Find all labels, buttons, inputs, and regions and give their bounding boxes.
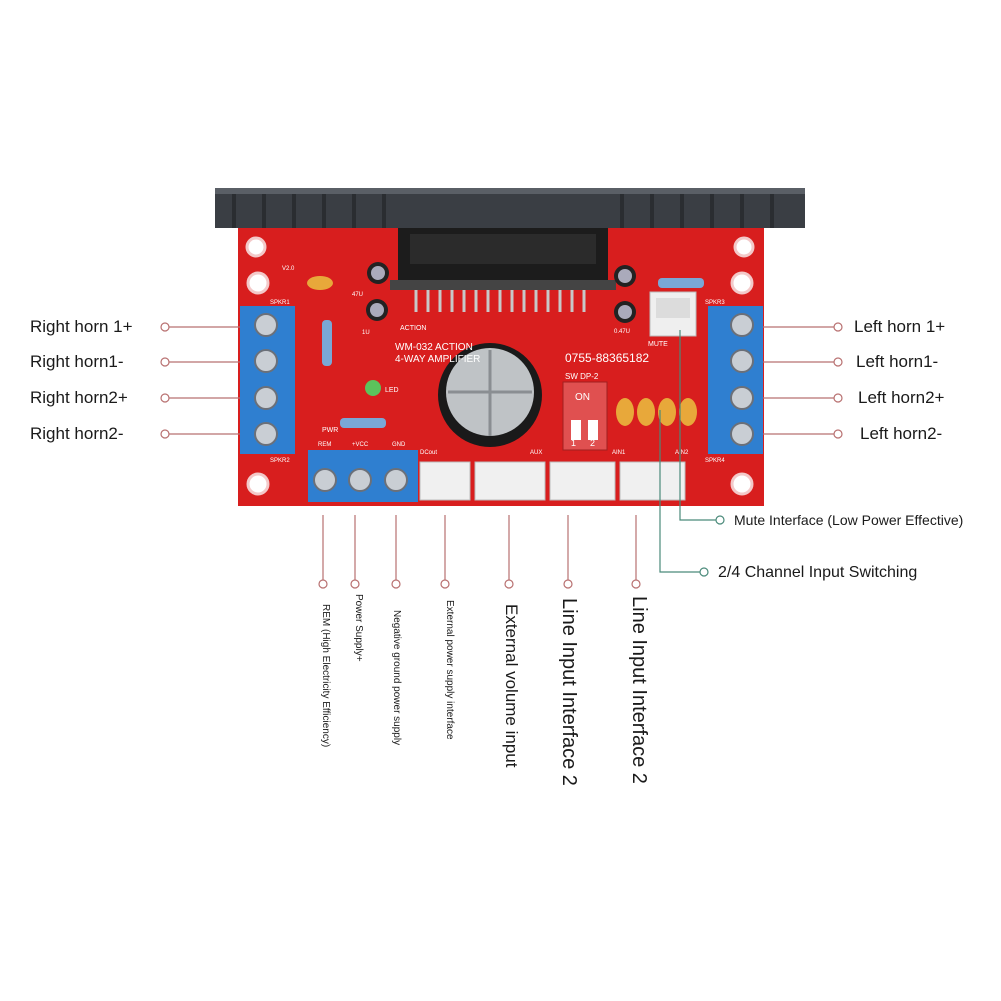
mute-connector	[649, 291, 697, 337]
heatsink	[215, 188, 805, 228]
pcb-gnd: GND	[392, 442, 406, 448]
side-leader-lines	[659, 330, 725, 577]
label-left-horn-2-plus: Left horn2+	[858, 388, 945, 407]
pcb-dcout: DCout	[420, 450, 437, 456]
label-mute-interface: Mute Interface (Low Power Effective)	[734, 512, 964, 528]
pcb-ain2: AIN2	[675, 450, 689, 456]
label-line-input-1: Line Input Interface 2	[558, 598, 580, 786]
left-terminal-block	[240, 306, 295, 454]
left-leader-lines	[160, 322, 240, 439]
label-negative-ground: Negative ground power supply	[391, 610, 402, 746]
pcb-spkr1: SPKR1	[270, 300, 290, 306]
right-leader-lines	[763, 322, 843, 439]
label-right-horn-2-minus: Right horn2-	[30, 424, 124, 443]
pcb-v20: V2.0	[282, 266, 295, 272]
pcb-model-line2: 4-WAY AMPLIFIER	[395, 354, 480, 365]
pcb-mute: MUTE	[648, 341, 668, 348]
pcb-switch-label: SW DP-2	[565, 372, 599, 381]
mount-holes	[245, 236, 755, 496]
label-channel-switching: 2/4 Channel Input Switching	[718, 564, 918, 581]
pcb-silkscreen: WM-032 ACTION 4-WAY AMPLIFIER 0755-88365…	[270, 266, 725, 464]
input-connectors	[419, 461, 686, 501]
label-rem: REM (High Electricity Efficiency)	[320, 604, 331, 748]
pcb-aux: AUX	[530, 450, 542, 456]
pcb-rem: REM	[318, 442, 331, 448]
small-capacitors	[307, 262, 636, 323]
main-capacitor	[438, 343, 542, 447]
pcb-switch-2: 2	[590, 438, 595, 448]
pcb-switch-on: ON	[575, 392, 590, 403]
pcb-led: LED	[385, 387, 399, 394]
pcb-phone: 0755-88365182	[565, 351, 649, 365]
label-left-horn-1-minus: Left horn1-	[856, 352, 939, 371]
label-right-horn-1-plus: Right horn 1+	[30, 317, 133, 336]
led	[365, 380, 381, 396]
pcb-spkr4: SPKR4	[705, 458, 725, 464]
resistors	[322, 278, 704, 428]
label-left-horn-1-plus: Left horn 1+	[854, 317, 946, 336]
pcb-pwr: PWR	[322, 427, 338, 434]
pcb-cap3: 0.47U	[614, 329, 630, 335]
label-power-supply-plus: Power Supply+	[353, 594, 364, 662]
bottom-leader-lines	[318, 515, 641, 589]
pcb-model-line1: WM-032 ACTION	[395, 342, 473, 353]
label-line-input-2: Line Input Interface 2	[628, 596, 650, 784]
pcb-spkr3: SPKR3	[705, 300, 725, 306]
power-terminal-block	[308, 450, 418, 502]
right-terminal-block	[708, 306, 763, 454]
label-right-horn-1-minus: Right horn1-	[30, 352, 124, 371]
dip-switch	[562, 381, 608, 451]
label-external-power: External power supply interface	[444, 600, 455, 740]
pcb-ain1: AIN1	[612, 450, 626, 456]
label-left-horn-2-minus: Left horn2-	[860, 424, 943, 443]
pcb-action: ACTION	[400, 325, 426, 332]
ceramic-capacitors	[616, 398, 697, 426]
pcb-spkr2: SPKR2	[270, 458, 290, 464]
label-right-horn-2-plus: Right horn2+	[30, 388, 128, 407]
pcb-switch-1: 1	[571, 438, 576, 448]
amplifier-chip	[390, 228, 616, 312]
pcb-vcc: +VCC	[352, 442, 369, 448]
label-external-volume: External volume input	[502, 604, 521, 768]
pcb-cap1: 47U	[352, 292, 363, 298]
pcb-cap2: 1U	[362, 330, 370, 336]
